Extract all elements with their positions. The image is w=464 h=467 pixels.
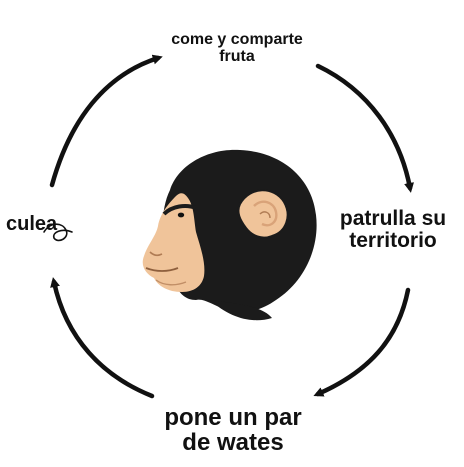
step-bottom-label: pone un par de wates [128, 404, 338, 457]
arrow-left-to-top [49, 54, 163, 188]
step-left-label: culea [6, 214, 86, 235]
arrow-right-to-bottom [313, 287, 411, 397]
arrow-top-to-right [315, 63, 414, 193]
step-right-line1: patrulla su [339, 207, 447, 230]
arrow-bottom-to-left [50, 277, 155, 399]
step-bottom-line2: de wates [182, 429, 284, 457]
step-top-label: come y comparte fruta [132, 31, 342, 66]
step-right-line2: territorio [349, 229, 437, 253]
step-bottom-line1: pone un par [164, 404, 302, 431]
step-left-text: culea [6, 213, 58, 235]
step-top-line1: come y comparte [171, 31, 303, 48]
step-right-label: patrulla su territorio [322, 207, 464, 253]
step-top-line2: fruta [219, 47, 255, 65]
chimpanzee-head-icon [142, 149, 317, 321]
